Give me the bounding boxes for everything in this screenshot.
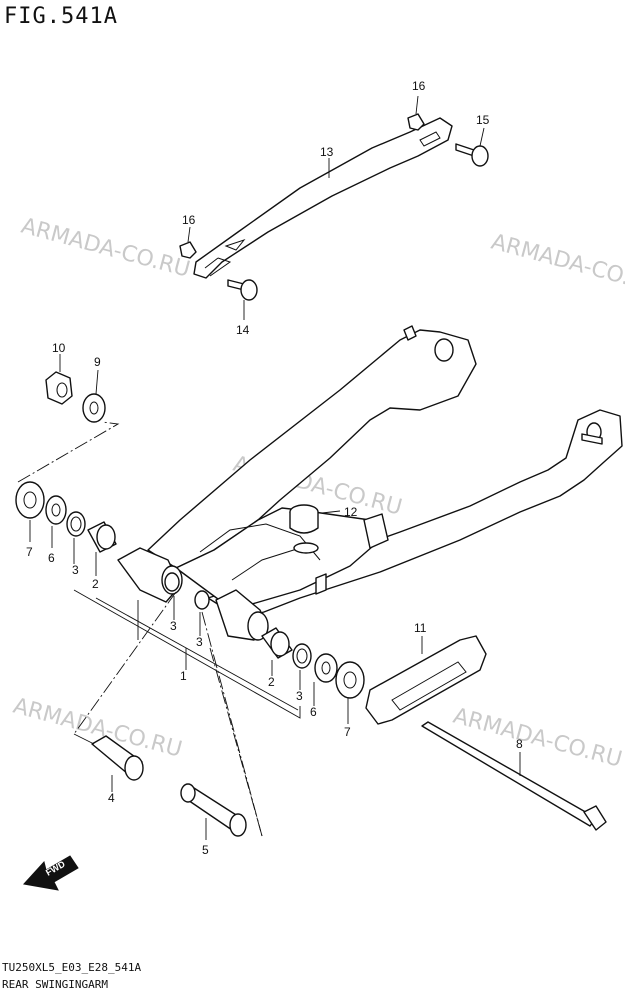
callout-9: 9 bbox=[94, 355, 101, 369]
callout-6-left: 6 bbox=[48, 551, 55, 565]
leader-lines bbox=[29, 520, 349, 837]
model-code: TU250XL5_E03_E28_541A bbox=[2, 961, 142, 974]
part-2-spacer-right bbox=[261, 627, 293, 659]
callout-12: 12 bbox=[344, 505, 358, 519]
callout-16-lower: 16 bbox=[182, 213, 196, 227]
callout-2-left: 2 bbox=[92, 577, 99, 591]
callout-6-right: 6 bbox=[310, 705, 317, 719]
watermark-2: ARMADA-CO.RU bbox=[488, 230, 625, 299]
part-4-collar bbox=[91, 735, 144, 792]
figure-title: FIG.541A bbox=[4, 4, 118, 29]
callout-2-right: 2 bbox=[268, 675, 275, 689]
callout-1: 1 bbox=[180, 669, 187, 683]
callout-11: 11 bbox=[414, 621, 427, 635]
callout-7-left: 7 bbox=[26, 545, 33, 559]
part-15-bolt bbox=[455, 127, 489, 167]
callout-15: 15 bbox=[476, 113, 490, 127]
callout-7-right: 7 bbox=[344, 725, 351, 739]
part-13-chain-guard bbox=[193, 117, 453, 279]
part-3-bearing-left bbox=[66, 511, 86, 537]
part-6-seal-left bbox=[45, 495, 67, 525]
swingarm-main bbox=[117, 325, 623, 641]
watermark-5: ARMADA-CO.RU bbox=[450, 704, 624, 773]
part-12-bumper bbox=[289, 504, 389, 554]
part-3-bearing-right bbox=[292, 643, 312, 669]
part-11-adjuster bbox=[365, 635, 487, 725]
callout-4: 4 bbox=[108, 791, 115, 805]
callout-3-right: 3 bbox=[296, 689, 303, 703]
part-5-pivot-shaft bbox=[180, 783, 247, 840]
section-name: REAR SWINGINGARM bbox=[2, 978, 108, 991]
watermark-4: ARMADA-CO.RU bbox=[10, 694, 184, 763]
callout-16-upper: 16 bbox=[412, 79, 426, 93]
callout-3-inner-left: 3 bbox=[170, 619, 177, 633]
callout-5: 5 bbox=[202, 843, 209, 857]
part-2-spacer-left bbox=[87, 521, 117, 553]
fwd-arrow: FWD bbox=[23, 855, 79, 891]
part-16-clip-upper bbox=[407, 95, 425, 131]
part-9-washer bbox=[82, 369, 106, 423]
part-16-clip-lower bbox=[179, 226, 197, 259]
part-10-nut bbox=[45, 354, 73, 405]
callout-14: 14 bbox=[236, 323, 250, 337]
part-3-bearing-inner-right bbox=[194, 590, 210, 610]
callout-10: 10 bbox=[52, 341, 66, 355]
part-14-bolt bbox=[227, 279, 258, 320]
part-6-seal-right bbox=[314, 653, 338, 683]
part-3-bearing-inner-left bbox=[164, 572, 180, 592]
callout-8: 8 bbox=[516, 737, 523, 751]
callout-13: 13 bbox=[320, 145, 334, 159]
watermark-1: ARMADA-CO.RU bbox=[18, 214, 192, 283]
part-7-washer-left bbox=[15, 481, 45, 519]
part-7-washer-right bbox=[335, 661, 365, 699]
callout-3-inner-right: 3 bbox=[196, 635, 203, 649]
callout-3-left: 3 bbox=[72, 563, 79, 577]
part-8-axle bbox=[421, 721, 607, 831]
